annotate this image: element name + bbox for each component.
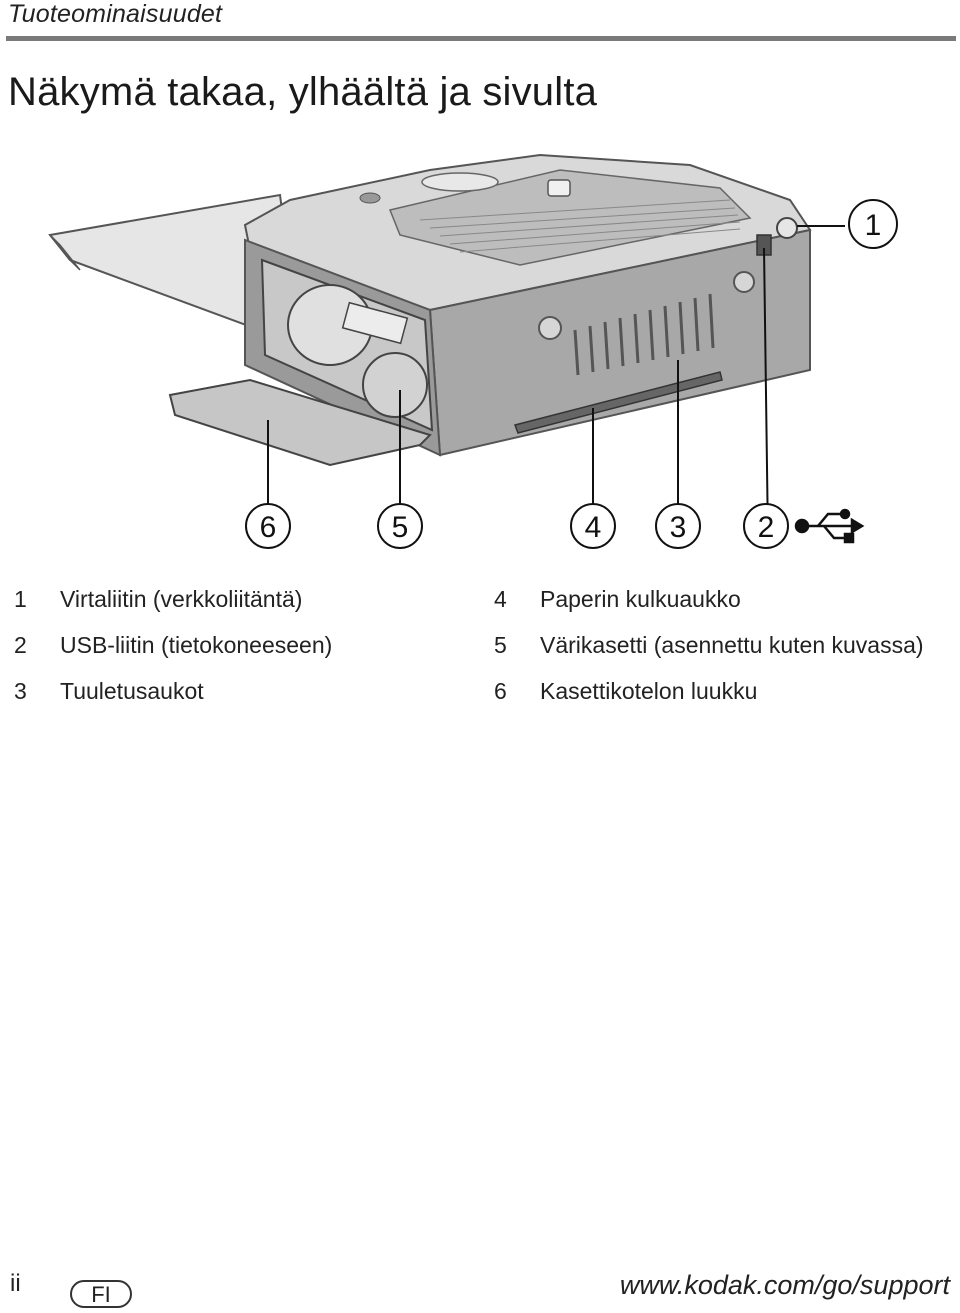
language-badge: FI bbox=[70, 1280, 132, 1308]
legend-description: Virtaliitin (verkkoliitäntä) bbox=[60, 586, 303, 612]
usb-symbol-icon bbox=[794, 508, 865, 544]
legend: 1 Virtaliitin (verkkoliitäntä) 2 USB-lii… bbox=[0, 586, 960, 726]
callout-3: 3 bbox=[655, 503, 701, 549]
svg-text:2: 2 bbox=[758, 511, 775, 544]
printer-illustration: 1 6 5 4 3 2 bbox=[48, 153, 898, 549]
legend-number: 4 bbox=[494, 586, 507, 612]
page-title: Näkymä takaa, ylhäältä ja sivulta bbox=[8, 70, 598, 114]
callout-6: 6 bbox=[245, 503, 291, 549]
callout-5: 5 bbox=[377, 503, 423, 549]
page-number: ii bbox=[10, 1270, 21, 1297]
legend-number: 1 bbox=[14, 586, 27, 612]
svg-text:3: 3 bbox=[670, 511, 687, 544]
legend-description: Kasettikotelon luukku bbox=[540, 678, 758, 704]
legend-number: 5 bbox=[494, 632, 507, 658]
support-url: www.kodak.com/go/support bbox=[619, 1270, 950, 1300]
svg-text:4: 4 bbox=[585, 511, 602, 544]
header-rule bbox=[6, 36, 956, 41]
svg-text:1: 1 bbox=[865, 209, 882, 242]
svg-text:6: 6 bbox=[260, 511, 277, 544]
legend-number: 2 bbox=[14, 632, 27, 658]
section-title: Tuoteominaisuudet bbox=[8, 0, 223, 28]
legend-description: Paperin kulkuaukko bbox=[540, 586, 741, 612]
legend-description: Värikasetti (asennettu kuten kuvassa) bbox=[540, 632, 924, 658]
callout-4: 4 bbox=[570, 503, 616, 549]
legend-number: 6 bbox=[494, 678, 507, 704]
legend-description: USB-liitin (tietokoneeseen) bbox=[60, 632, 333, 658]
legend-number: 3 bbox=[14, 678, 27, 704]
svg-text:5: 5 bbox=[392, 511, 409, 544]
callout-1: 1 bbox=[848, 199, 898, 249]
legend-description: Tuuletusaukot bbox=[60, 678, 204, 704]
callout-2: 2 bbox=[743, 503, 789, 549]
